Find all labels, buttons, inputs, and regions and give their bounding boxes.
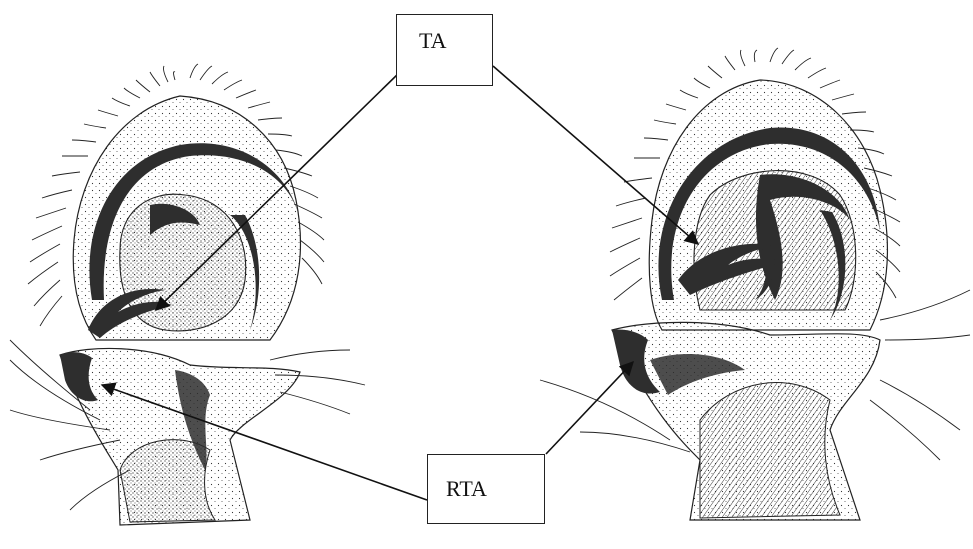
left-palp-illustration: [10, 64, 365, 525]
rta-label-box: RTA: [427, 454, 545, 524]
right-palp-illustration: [540, 48, 970, 520]
ta-arrow-right: [493, 66, 698, 244]
rta-label: RTA: [446, 476, 487, 502]
ta-label-box: TA: [396, 14, 493, 86]
ta-label: TA: [419, 28, 447, 54]
rta-arrow-right: [546, 362, 633, 454]
